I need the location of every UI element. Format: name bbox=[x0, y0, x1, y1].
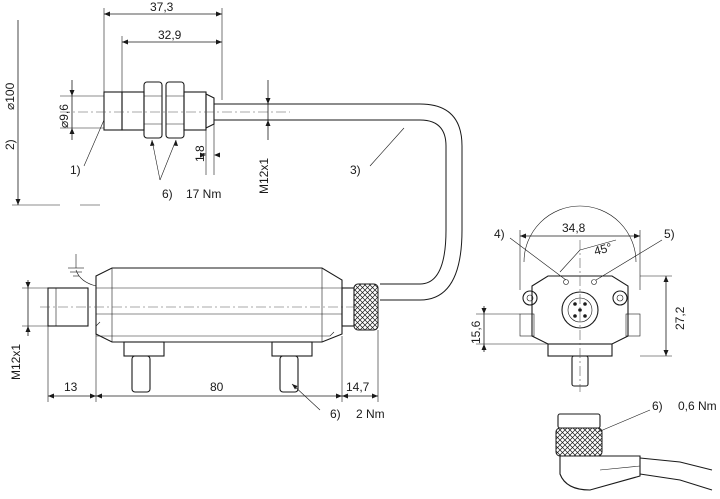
nut-2 bbox=[165, 81, 185, 139]
dim-37-3: 37,3 bbox=[103, 0, 223, 100]
callout-1-group: 1) bbox=[70, 119, 105, 177]
torque-0-6nm: 0,6 Nm bbox=[678, 399, 717, 413]
connector-face bbox=[561, 291, 599, 329]
callout-4: 4) bbox=[494, 227, 505, 241]
dim-label-1-8: 1,8 bbox=[193, 145, 207, 162]
torque-2nm: 2 Nm bbox=[356, 407, 385, 421]
dim-label-dia-9-6: ⌀9,6 bbox=[57, 104, 71, 128]
dim-32-9: 32,9 bbox=[121, 28, 222, 92]
dim-15-6: 15,6 bbox=[469, 306, 548, 352]
dim-dia-9-6: ⌀9,6 bbox=[57, 80, 104, 140]
led-4 bbox=[563, 279, 569, 285]
angled-connector bbox=[555, 413, 713, 491]
callout-3-group: 3) bbox=[350, 127, 405, 177]
dim-dia-100: ⌀100 2) bbox=[3, 20, 100, 206]
dim-label-45: 45° bbox=[592, 240, 613, 258]
callout-6-bottom-group: 6) 0,6 Nm bbox=[597, 399, 717, 433]
dim-label-dia-100: ⌀100 bbox=[3, 82, 17, 110]
callout-6-mid-group: 6) 2 Nm bbox=[291, 383, 385, 421]
front-view bbox=[519, 205, 641, 392]
dim-bottom-chain: 13 80 14,7 bbox=[47, 326, 379, 402]
sensor-head bbox=[60, 81, 290, 139]
callout-6-mid: 6) bbox=[330, 407, 341, 421]
dim-label-37-3: 37,3 bbox=[150, 0, 174, 14]
dim-label-32-9: 32,9 bbox=[158, 28, 182, 42]
dim-label-80: 80 bbox=[210, 380, 224, 394]
callout-6-top: 6) bbox=[162, 187, 173, 201]
dim-label-m12x1-left: M12x1 bbox=[9, 344, 23, 380]
dim-label-14-7: 14,7 bbox=[346, 380, 370, 394]
dim-m12x1-left: M12x1 bbox=[9, 280, 48, 380]
dim-1-8: 1,8 bbox=[193, 124, 220, 175]
callout-3: 3) bbox=[350, 163, 361, 177]
callout-4-group: 4) bbox=[494, 227, 567, 281]
dim-label-m12x1-top: M12x1 bbox=[257, 158, 271, 194]
led-5 bbox=[591, 279, 597, 285]
callout-2: 2) bbox=[3, 139, 17, 150]
cable-gland bbox=[353, 283, 379, 331]
callout-5-group: 5) bbox=[595, 227, 675, 281]
dim-label-34-8: 34,8 bbox=[562, 221, 586, 235]
nut-1 bbox=[143, 81, 163, 139]
torque-17nm: 17 Nm bbox=[186, 187, 221, 201]
dim-label-13: 13 bbox=[64, 380, 78, 394]
knurled-nut bbox=[555, 427, 603, 457]
dim-27-2: 27,2 bbox=[640, 275, 687, 357]
callout-1: 1) bbox=[70, 163, 81, 177]
callout-6-top-group: 6) 17 Nm bbox=[150, 139, 221, 201]
dim-34-8: 34,8 bbox=[519, 221, 641, 290]
dim-label-27-2: 27,2 bbox=[673, 306, 687, 330]
dim-label-15-6: 15,6 bbox=[469, 320, 483, 344]
mounting-screw-2 bbox=[271, 341, 313, 393]
amplifier-body bbox=[40, 254, 379, 393]
callout-5: 5) bbox=[664, 227, 675, 241]
mounting-screw-1 bbox=[123, 341, 165, 393]
cable bbox=[214, 103, 463, 301]
callout-6-bottom: 6) bbox=[652, 399, 663, 413]
dim-m12x1-top: M12x1 bbox=[257, 80, 271, 194]
